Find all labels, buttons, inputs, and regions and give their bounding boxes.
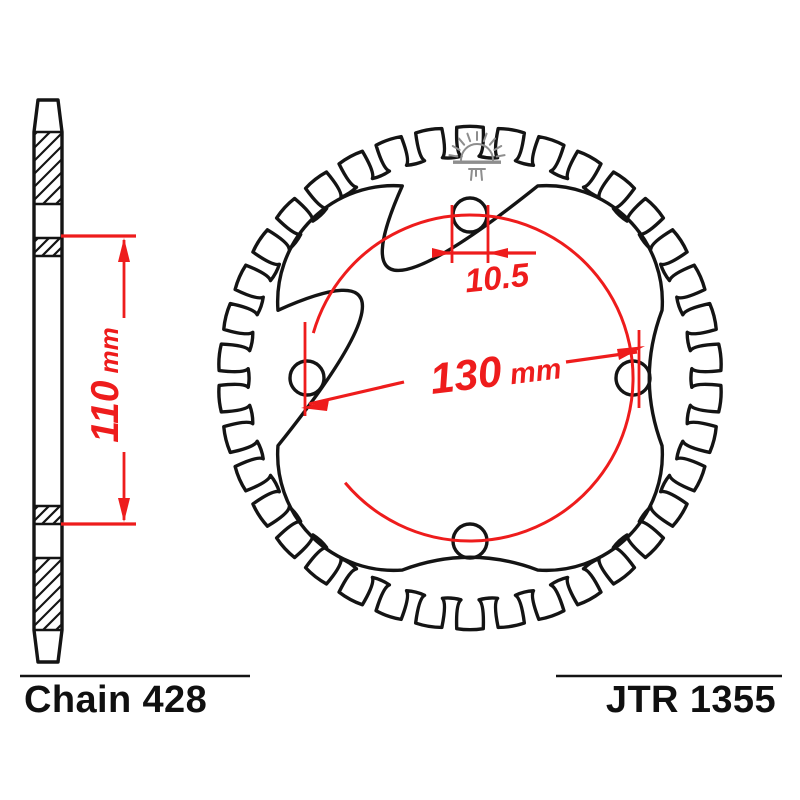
hatch-stroke: [41, 609, 62, 630]
hatch-stroke: [167, 552, 251, 636]
hatch-stroke: [154, 126, 238, 210]
sunrise-ray: [482, 132, 488, 143]
hatch-stroke: [76, 552, 160, 636]
hatch-stroke: [34, 132, 62, 163]
hatch-stroke: [0, 552, 30, 636]
hatch-stroke: [0, 232, 22, 262]
hatch-stroke: [34, 570, 62, 602]
hatch-stroke: [154, 552, 238, 636]
hatch-stroke: [102, 126, 186, 210]
hatch-stroke: [63, 126, 147, 210]
hatch-stroke: [115, 552, 199, 636]
hatch-stroke: [0, 500, 22, 530]
hatch-region: [0, 126, 251, 210]
bolt-hole-arrow-right: [488, 248, 508, 258]
hatch-stroke: [41, 183, 62, 204]
hatch-region: [0, 232, 62, 262]
hatch-stroke: [0, 552, 4, 636]
thickness-dimension-label: 110 mm: [84, 327, 127, 442]
hatch-region: [0, 552, 251, 636]
hatch-stroke: [128, 126, 212, 210]
hatch-stroke: [0, 126, 30, 210]
hatch-stroke: [0, 126, 17, 210]
bolt-hole-dimension-label: 10.5: [463, 256, 531, 300]
thickness-arrow-bottom: [118, 498, 130, 522]
hatch-stroke: [34, 558, 62, 589]
hatch-stroke: [0, 500, 11, 530]
hatch-stroke: [34, 170, 62, 202]
hatch-stroke: [141, 552, 225, 636]
sunrise-ray: [458, 137, 466, 146]
profile-outline: [32, 98, 64, 664]
thickness-value: 110: [84, 380, 127, 442]
hatch-stroke: [167, 126, 251, 210]
bolt-hole-arrow-left: [432, 248, 452, 258]
hatch-stroke: [34, 238, 51, 255]
sunrise-ray: [451, 145, 461, 151]
sunrise-horizon: [453, 160, 501, 164]
cross-section-profile: [0, 98, 251, 664]
hatch-stroke: [34, 144, 62, 176]
hatch-region: [0, 500, 62, 530]
hatch-stroke: [89, 552, 173, 636]
sunrise-ray: [448, 154, 459, 158]
hatch-stroke: [40, 238, 62, 256]
part-number-caption: JTR 1355: [606, 679, 776, 721]
hatch-stroke: [34, 132, 52, 150]
sunrise-ray: [495, 154, 506, 158]
sprocket-web-clover: [275, 183, 665, 573]
bolt-circle-arc: [311, 213, 635, 543]
sprocket-teeth-rim: [217, 124, 723, 632]
dimension-annotations: [61, 205, 645, 543]
hatch-stroke: [40, 506, 62, 524]
hatch-stroke: [34, 157, 62, 189]
hatch-stroke: [3, 232, 33, 262]
bolt-hole: [288, 359, 326, 397]
hatch-stroke: [89, 126, 173, 210]
hatch-stroke: [34, 583, 62, 615]
hatch-stroke: [0, 126, 4, 210]
hatch-stroke: [34, 596, 62, 628]
bolt-circle-value: 130: [427, 348, 504, 404]
hatch-stroke: [76, 126, 160, 210]
sunrise-logo: [448, 131, 506, 181]
bolt-circle-arrow-left: [301, 400, 329, 411]
hatch-stroke: [34, 506, 51, 523]
hatch-stroke: [115, 126, 199, 210]
hatch-stroke: [102, 552, 186, 636]
hatch-stroke: [141, 126, 225, 210]
hatch-stroke: [34, 558, 52, 576]
hatch-stroke: [128, 552, 212, 636]
hatch-stroke: [0, 552, 17, 636]
sunrise-glyph: [468, 168, 486, 181]
hatch-stroke: [0, 232, 11, 262]
sunrise-ray: [466, 132, 472, 143]
thickness-arrow-top: [118, 238, 130, 262]
hatch-stroke: [63, 552, 147, 636]
sunrise-ray: [493, 145, 503, 151]
sunrise-ray: [488, 137, 496, 146]
chain-caption: Chain 428: [24, 679, 207, 721]
thickness-unit: mm: [94, 327, 124, 373]
bolt-circle-unit: mm: [508, 353, 563, 391]
hatch-stroke: [3, 500, 33, 530]
bolt-circle-leader-left: [308, 380, 405, 406]
sunrise-dome: [460, 143, 494, 161]
